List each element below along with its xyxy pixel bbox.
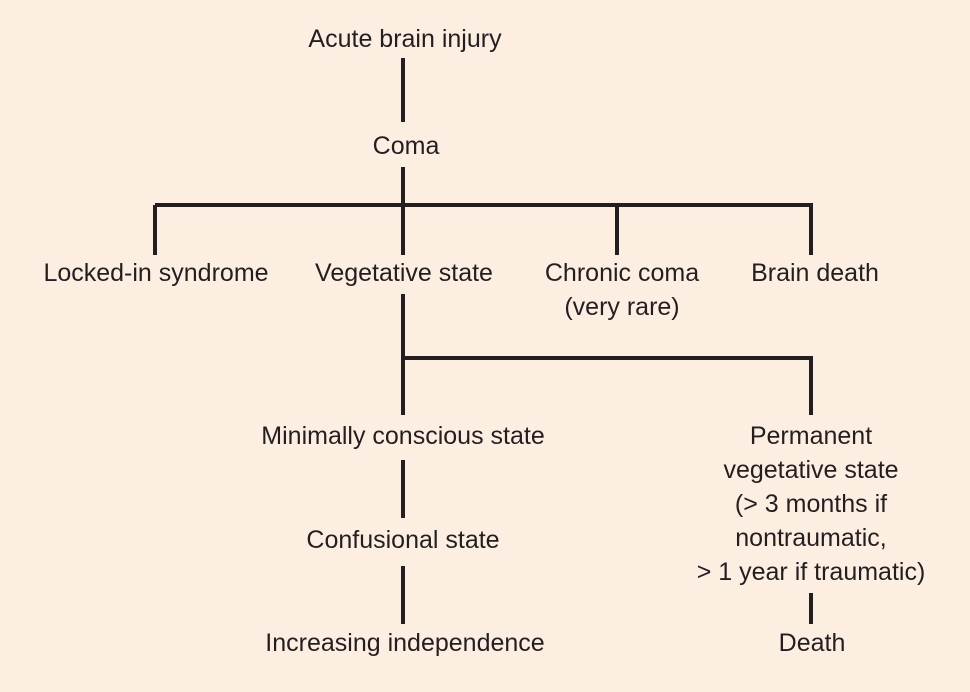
node-vegetative-state: Vegetative state [315,259,493,287]
permanent-line-5: > 1 year if traumatic) [696,558,926,586]
chronic-coma-line-1: Chronic coma [544,259,700,287]
permanent-line-1: Permanent [749,422,873,450]
node-locked-in-syndrome: Locked-in syndrome [43,259,269,287]
node-brain-death: Brain death [751,259,879,287]
node-permanent-vegetative-state: Permanent vegetative state (> 3 months i… [697,419,926,589]
node-coma: Coma [372,132,440,160]
node-minimally-conscious-state: Minimally conscious state [261,422,545,450]
node-chronic-coma: Chronic coma (very rare) [545,256,699,324]
permanent-line-4: nontraumatic, [735,524,887,552]
node-acute-brain-injury: Acute brain injury [308,25,502,53]
node-confusional-state: Confusional state [306,526,500,554]
node-death: Death [778,629,846,657]
permanent-line-3: (> 3 months if [734,490,888,518]
permanent-line-2: vegetative state [723,456,899,484]
node-increasing-independence: Increasing independence [265,629,545,657]
chronic-coma-line-2: (very rare) [564,293,680,321]
